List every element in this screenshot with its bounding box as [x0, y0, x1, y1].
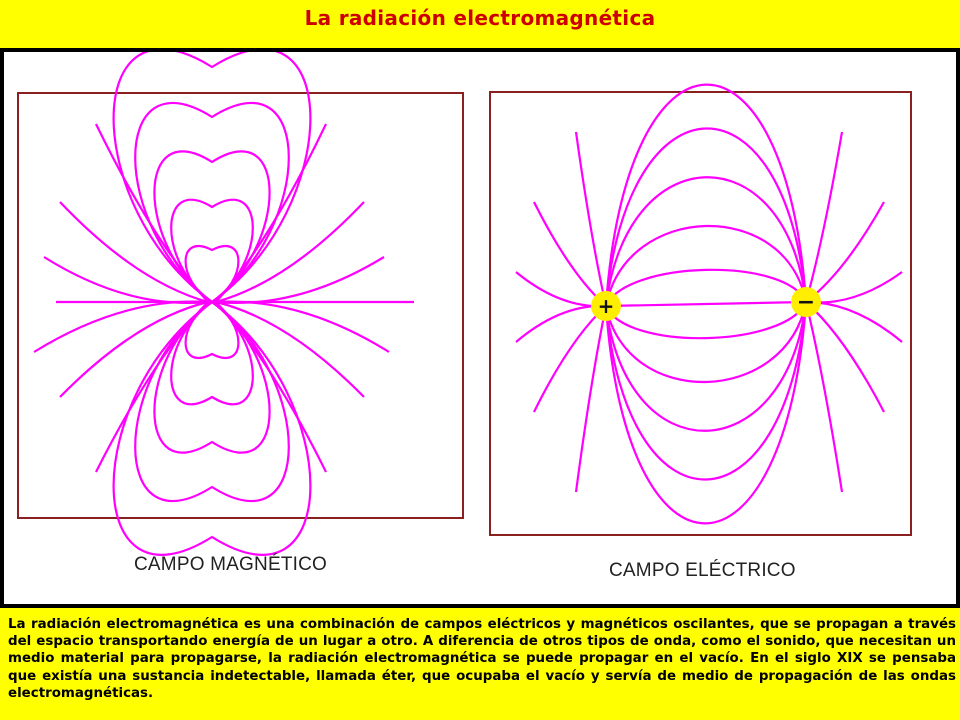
positive-charge [591, 291, 621, 321]
magnetic-panel-frame [17, 92, 464, 519]
electric-field-diagram: + − [489, 83, 912, 536]
magnetic-loop-upper [112, 52, 312, 303]
magnetic-outer-line-left [59, 201, 209, 304]
magnetic-outer-line-left [95, 123, 209, 303]
electric-line-upper [604, 83, 808, 307]
magnetic-loop-lower [153, 301, 271, 454]
magnetic-outer-line-right [215, 301, 327, 473]
magnetic-outer-line-right [215, 300, 390, 353]
magnetic-outer-line-right [215, 300, 365, 398]
magnetic-outer-line-right [215, 256, 385, 305]
magnetic-loop-lower [170, 301, 254, 406]
magnetic-loop-lower [112, 301, 312, 556]
magnetic-loop-upper [184, 244, 240, 303]
magnetic-outer-line-left [59, 300, 209, 398]
magnetic-loop-lower [134, 301, 290, 503]
electric-line-lower [604, 301, 808, 340]
electric-field-caption: CAMPO ELÉCTRICO [609, 560, 796, 581]
description-paragraph: La radiación electromagnética es una com… [8, 617, 956, 701]
magnetic-outer-line-left [33, 300, 209, 353]
electric-line-upper [604, 224, 808, 307]
electric-axis-line [605, 300, 807, 308]
electric-outer-line-left [574, 305, 608, 493]
magnetic-loop-upper [134, 101, 290, 303]
electric-line-lower [604, 301, 808, 481]
magnetic-field-caption: CAMPO MAGNÉTICO [134, 554, 328, 575]
negative-charge-label: − [797, 290, 815, 315]
electric-outer-line-right [804, 301, 844, 493]
electric-line-lower [604, 301, 808, 384]
negative-charge [791, 287, 821, 317]
figure-frame: + − CAMPO MAGNÉTICO CAMPO ELÉCTRICO [0, 48, 960, 608]
figure-canvas: + − CAMPO MAGNÉTICO CAMPO ELÉCTRICO [4, 52, 956, 604]
electric-line-upper [604, 268, 808, 307]
magnetic-outer-line-right [215, 123, 327, 303]
magnetic-outer-line-right [215, 201, 365, 304]
magnetic-loop-upper [153, 150, 271, 303]
positive-charge-label: + [598, 294, 615, 318]
magnetic-outer-line-left [95, 301, 209, 473]
electric-line-upper [604, 176, 808, 307]
magnetic-outer-line-left [43, 256, 209, 305]
electric-line-upper [604, 127, 808, 307]
electric-field-lines [515, 83, 903, 525]
electric-outer-line-right [804, 131, 844, 303]
page-title: La radiación electromagnética [304, 6, 656, 30]
electric-outer-line-right [805, 300, 903, 343]
magnetic-field-lines [33, 52, 414, 556]
magnetic-field-diagram [17, 52, 464, 556]
magnetic-loop-lower [184, 301, 240, 360]
electric-line-lower [604, 301, 808, 432]
magnetic-loop-upper [170, 198, 254, 303]
field-diagrams: + − [17, 52, 912, 556]
electric-panel-frame [489, 91, 912, 536]
electric-line-lower [604, 301, 808, 525]
electric-outer-line-left [574, 131, 608, 307]
